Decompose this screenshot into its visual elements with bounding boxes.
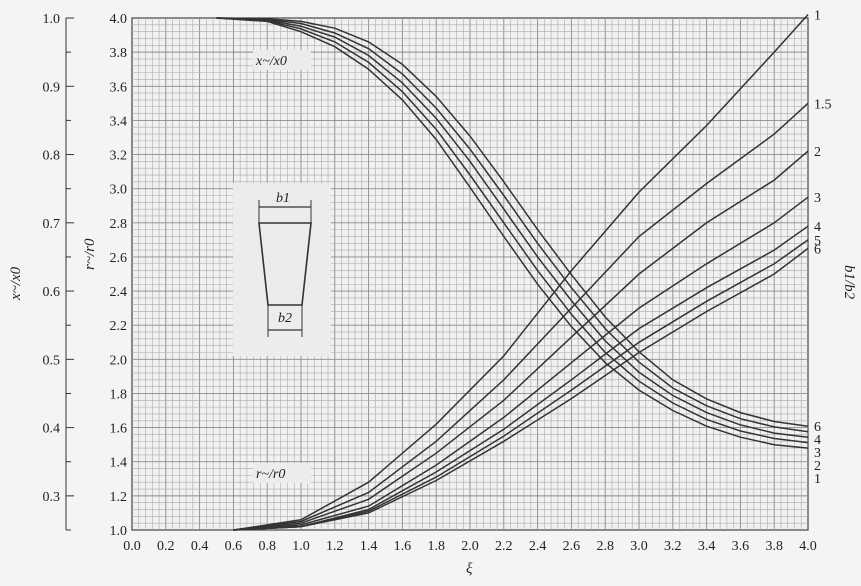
x-series-line-1 [216, 17, 809, 449]
r-tick-label: 4.0 [110, 12, 128, 27]
x-series-label-2: 2 [814, 459, 821, 474]
outer-tick-label: 1.0 [43, 12, 61, 27]
x-family-label: x~/x0 [255, 54, 287, 69]
r-tick-label: 2.2 [110, 319, 128, 334]
outer-tick-label: 0.5 [43, 353, 61, 368]
x-tick-label: 1.4 [360, 539, 378, 554]
r-series-line-6 [233, 247, 809, 531]
r-series-label-5: 5 [814, 234, 821, 249]
outer-tick-label: 0.6 [43, 285, 61, 300]
r-series-line-3 [233, 196, 809, 531]
x-series-label-6: 6 [814, 420, 821, 435]
x-tick-label: 3.0 [630, 539, 648, 554]
right-axis-label: b1/b2 [841, 265, 857, 300]
x-tick-label: 1.2 [326, 539, 344, 554]
x-tick-label: 0.2 [157, 539, 175, 554]
r-tick-label: 3.6 [110, 80, 128, 95]
r-tick-label: 1.0 [110, 524, 128, 539]
r-tick-label: 3.8 [110, 46, 128, 61]
x-tick-label: 3.6 [732, 539, 750, 554]
x-tick-label: 0.4 [191, 539, 209, 554]
r-tick-label: 2.0 [110, 353, 128, 368]
x-tick-label: 3.8 [765, 539, 783, 554]
outer-tick-label: 0.4 [43, 422, 61, 437]
outer-tick-label: 0.9 [43, 80, 61, 95]
outer-tick-label: 0.3 [43, 490, 61, 505]
r-series-label-2: 2 [814, 145, 821, 160]
r-tick-label: 3.2 [110, 149, 128, 164]
inset-b1-label: b1 [276, 191, 290, 206]
left-inner-axis-label: r~/r0 [82, 238, 98, 270]
r-tick-label: 2.4 [110, 285, 128, 300]
x-tick-label: 1.6 [394, 539, 412, 554]
r-tick-label: 3.0 [110, 183, 128, 198]
r-family-label: r~/r0 [256, 467, 285, 482]
x-axis-label: ξ [466, 561, 473, 577]
r-series-label-4: 4 [814, 220, 821, 235]
r-family-annotation: r~/r0 [253, 463, 311, 483]
r-tick-label: 2.6 [110, 251, 128, 266]
r-series-label-1.5: 1.5 [814, 97, 832, 112]
x-tick-label: 0.0 [123, 539, 141, 554]
r-series-line-5 [233, 239, 809, 531]
x-tick-label: 1.0 [292, 539, 310, 554]
r-series-label-3: 3 [814, 191, 821, 206]
x-tick-label: 3.4 [698, 539, 716, 554]
inset-diagram: b1 b2 [233, 183, 331, 356]
r-series-line-4 [233, 225, 809, 531]
x-tick-label: 2.4 [529, 539, 547, 554]
x-tick-label: 2.8 [596, 539, 614, 554]
x-tick-label: 0.8 [258, 539, 276, 554]
x-tick-label: 3.2 [664, 539, 682, 554]
r-tick-label: 1.8 [110, 387, 128, 402]
x-series-line-4 [216, 17, 809, 433]
x-series-label-3: 3 [814, 446, 821, 461]
r-series-line-1.5 [233, 102, 809, 531]
x-tick-label: 0.6 [225, 539, 243, 554]
r-series-label-1: 1 [814, 9, 821, 24]
series-group [216, 14, 809, 531]
r-tick-label: 1.2 [110, 490, 128, 505]
x-family-annotation: x~/x0 [253, 50, 311, 70]
x-tick-label: 2.2 [495, 539, 513, 554]
x-series-line-6 [216, 17, 809, 427]
r-tick-label: 3.4 [110, 114, 128, 129]
x-series-line-3 [216, 17, 809, 438]
outer-tick-label: 0.8 [43, 149, 61, 164]
x-series-label-4: 4 [814, 433, 821, 448]
r-series-line-2 [233, 150, 809, 531]
x-tick-label: 2.0 [461, 539, 479, 554]
x-tick-label: 4.0 [799, 539, 817, 554]
r-series-label-6: 6 [814, 242, 821, 257]
r-tick-label: 1.6 [110, 422, 128, 437]
outer-tick-label: 0.7 [43, 217, 61, 232]
trapezoid-shape [258, 222, 312, 306]
r-tick-label: 2.8 [110, 217, 128, 232]
r-tick-label: 1.4 [110, 456, 128, 471]
r-series-line-1 [233, 14, 809, 531]
x-series-line-2 [216, 17, 809, 444]
inset-b2-label: b2 [278, 311, 292, 326]
axes: 0.0 0.2 0.4 0.6 0.8 1.0 1.2 1.4 1.6 1.8 2.0 2.2 2.4 2… [43, 12, 817, 554]
x-tick-label: 1.8 [427, 539, 445, 554]
left-outer-axis-label: x~/x0 [8, 266, 24, 301]
x-tick-label: 2.6 [563, 539, 581, 554]
x-series-label-1: 1 [814, 472, 821, 487]
